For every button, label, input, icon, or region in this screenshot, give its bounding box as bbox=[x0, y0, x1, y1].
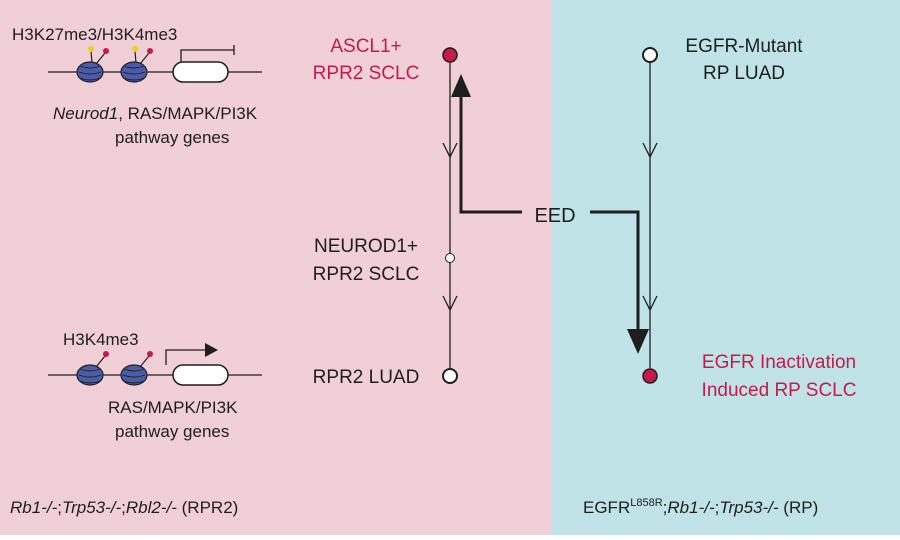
egfr-inactivation-label-line2: Induced RP SCLC bbox=[702, 380, 857, 401]
eed-label: EED bbox=[534, 205, 575, 227]
ascl1-label-line1: ASCL1+ bbox=[330, 36, 401, 57]
rp-genotype: EGFRL858R;Rb1-/-;Trp53-/- (RP) bbox=[583, 497, 818, 517]
chromatin-repressed-schematic: H3K27me3/H3K4me3 Neurod1, RAS/MAPK/PI3K … bbox=[12, 25, 262, 147]
eed-arrow-to-ascl1 bbox=[459, 93, 522, 214]
rpr2-genotype: Rb1-/-;Trp53-/-;Rbl2-/- (RPR2) bbox=[10, 498, 238, 517]
nucleosome-1 bbox=[76, 46, 109, 83]
h3k27me3-mark-1 bbox=[88, 46, 94, 52]
flow-chevron-3 bbox=[642, 142, 658, 159]
flow-chevron-2 bbox=[442, 295, 458, 312]
genes-label-top: Neurod1, RAS/MAPK/PI3K bbox=[53, 104, 258, 123]
genes-label-bottom: RAS/MAPK/PI3K bbox=[108, 398, 238, 417]
h3k4me3-mark-1 bbox=[103, 48, 109, 54]
egfr-mutant-label-line1: EGFR-Mutant bbox=[685, 36, 803, 57]
eed-arrow-to-sclc bbox=[590, 210, 640, 333]
nucleosome-2 bbox=[120, 46, 153, 83]
gene-box-bottom bbox=[172, 364, 229, 386]
neurod1-label-line2: RPR2 SCLC bbox=[313, 264, 420, 285]
chromatin-active-schematic: H3K4me3 RAS/MAPK/PI3K pathway genes bbox=[48, 330, 262, 441]
active-promoter-arrow bbox=[165, 349, 205, 365]
eed-arrowhead-up bbox=[451, 74, 471, 97]
blocked-promoter-symbol bbox=[180, 45, 235, 62]
genes-label-top-line2: pathway genes bbox=[115, 128, 229, 147]
right-panel bbox=[551, 0, 900, 535]
h3k4me3-mark-2 bbox=[147, 48, 153, 54]
rpr2-luad-label: RPR2 LUAD bbox=[313, 367, 420, 388]
marks-label-top: H3K27me3/H3K4me3 bbox=[12, 25, 177, 44]
neurod1-label-line1: NEUROD1+ bbox=[314, 236, 418, 257]
h3k4me3-mark-3 bbox=[103, 351, 109, 357]
egfr-inactivation-label-line1: EGFR Inactivation bbox=[702, 352, 856, 373]
transcription-arrowhead bbox=[205, 343, 218, 357]
genes-label-bottom-line2: pathway genes bbox=[115, 422, 229, 441]
rpr2-trajectory: ASCL1+ RPR2 SCLC NEUROD1+ RPR2 SCLC RPR2… bbox=[313, 36, 458, 388]
nucleosome-3 bbox=[76, 351, 109, 386]
egfr-mutant-node bbox=[642, 47, 658, 63]
nucleosome-4 bbox=[120, 351, 153, 386]
ascl1-state-node bbox=[442, 47, 458, 63]
ascl1-label-line2: RPR2 SCLC bbox=[313, 63, 420, 84]
h3k27me3-mark-2 bbox=[132, 46, 138, 52]
marks-label-bottom: H3K4me3 bbox=[63, 330, 139, 349]
flow-chevron-4 bbox=[642, 295, 658, 312]
eed-arrowhead-down bbox=[627, 329, 649, 354]
neurod1-state-node bbox=[445, 253, 455, 263]
gene-box-top bbox=[172, 61, 229, 83]
egfr-mutant-label-line2: RP LUAD bbox=[703, 63, 785, 84]
rpr2-luad-node bbox=[442, 368, 458, 384]
h3k4me3-mark-4 bbox=[147, 351, 153, 357]
eed-arrows: EED bbox=[451, 74, 649, 354]
flow-chevron-1 bbox=[442, 142, 458, 159]
egfr-inactivation-node bbox=[642, 368, 658, 384]
rp-trajectory: EGFR-Mutant RP LUAD EGFR Inactivation In… bbox=[642, 36, 857, 401]
